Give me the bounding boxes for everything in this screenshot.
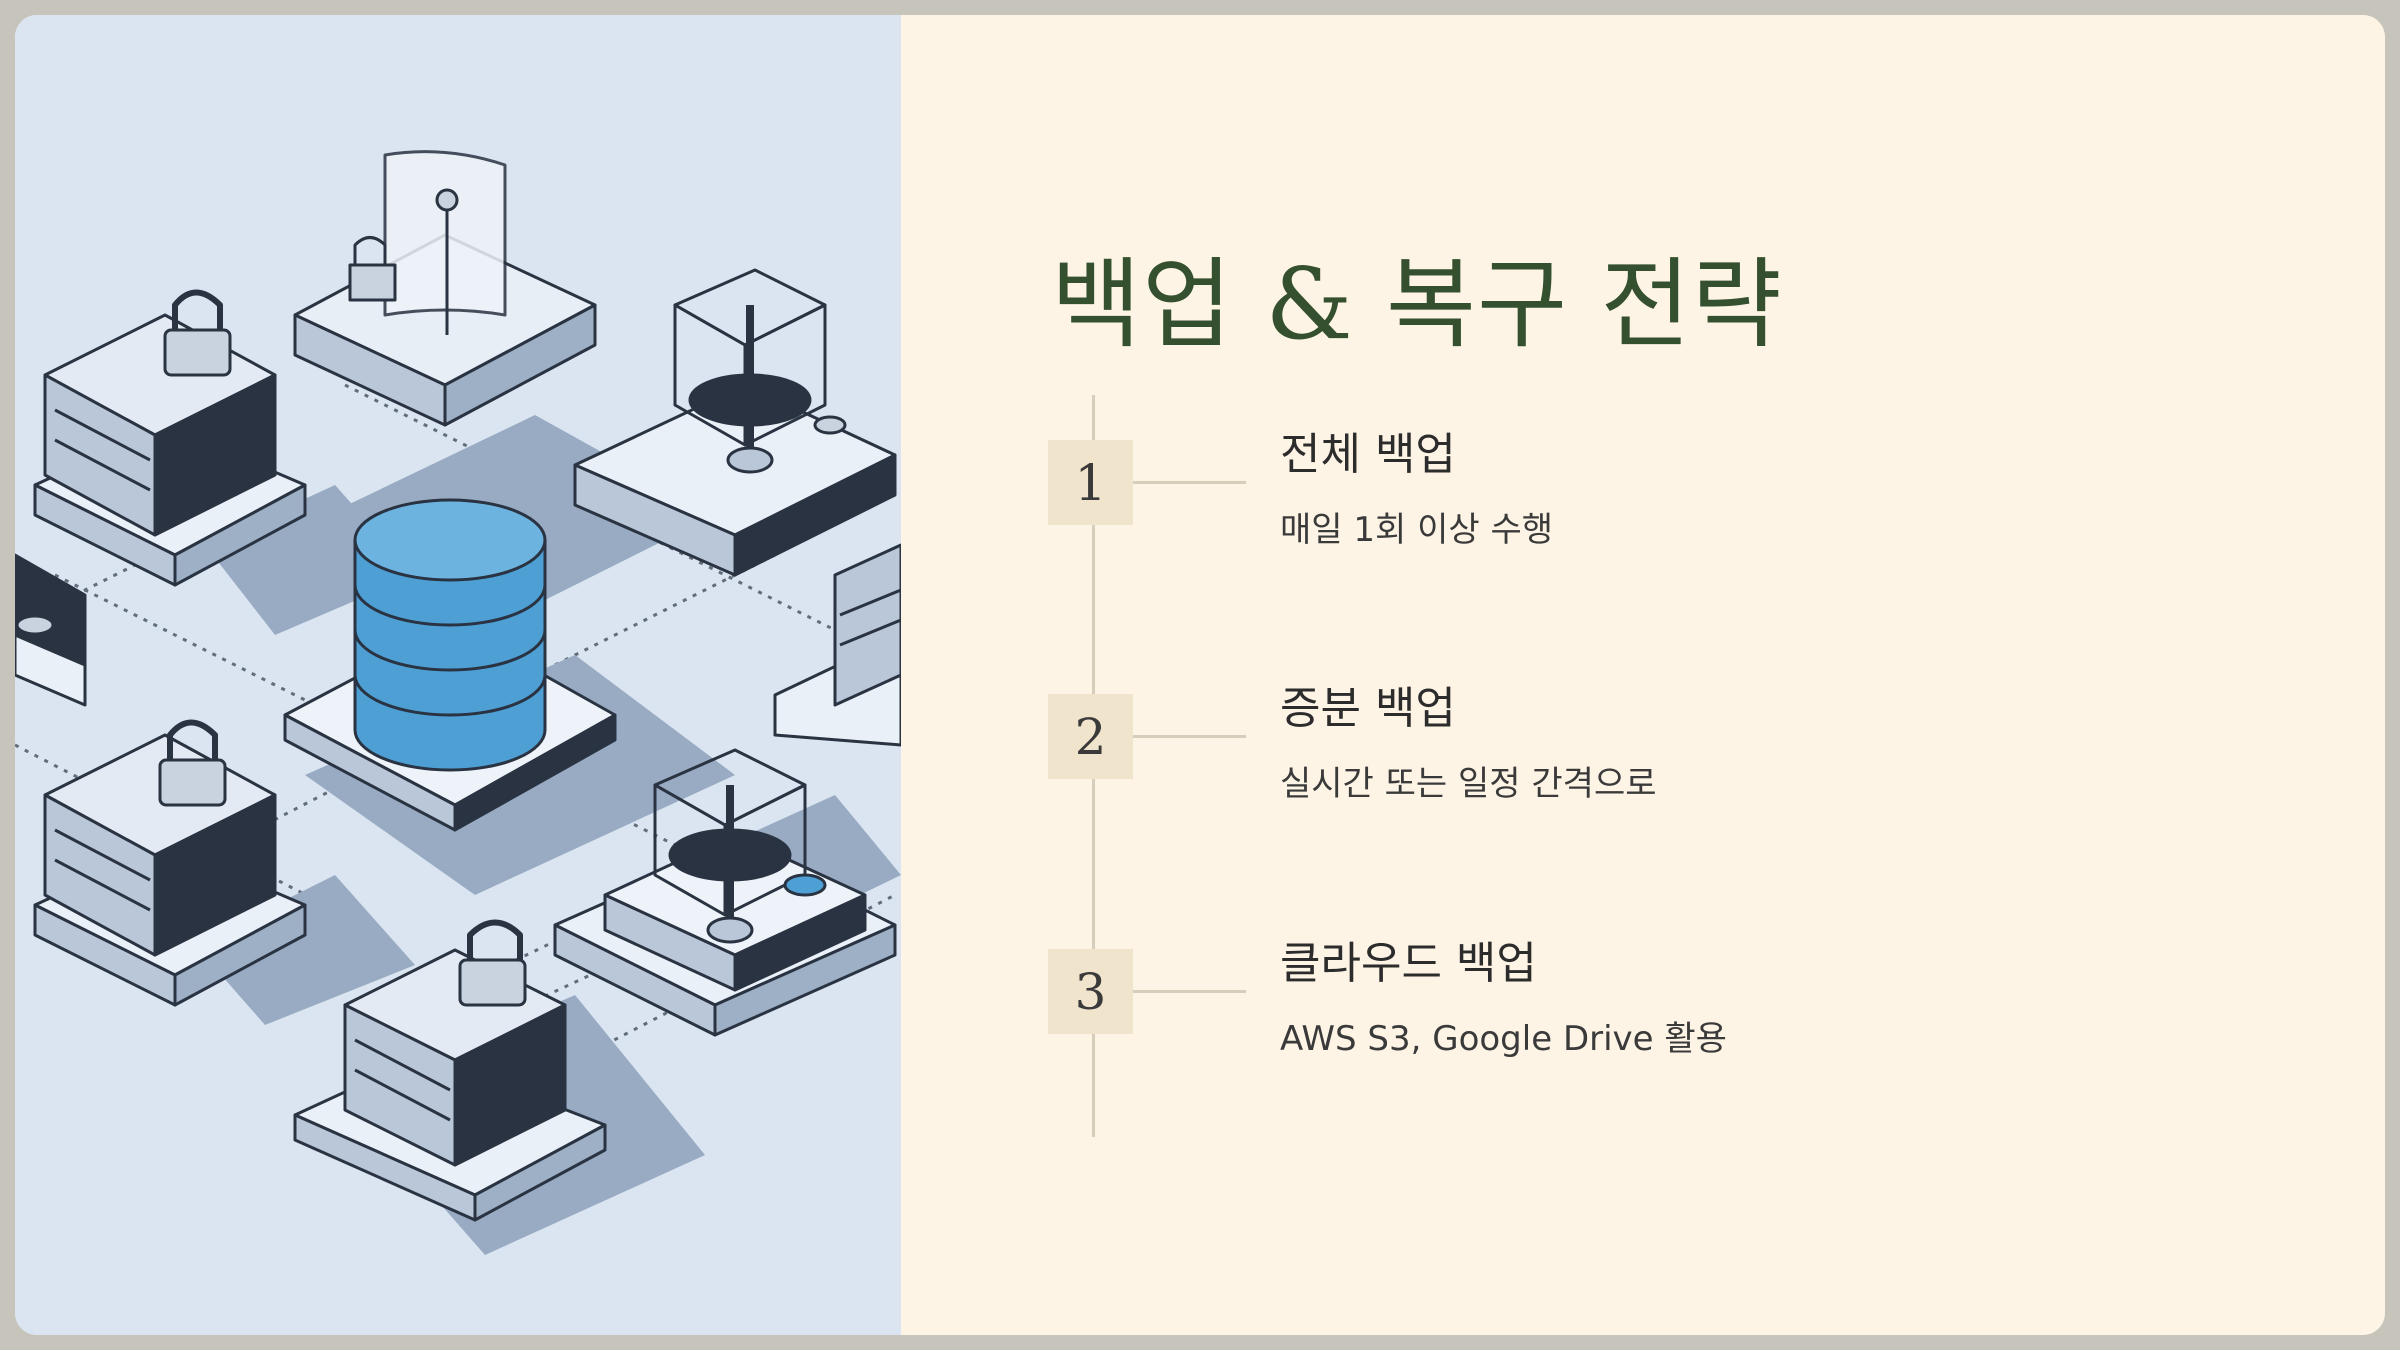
step-number-badge: 1 [1048,440,1133,525]
step-title: 전체 백업 [1280,429,1456,480]
timeline-step-1: 1 전체 백업 매일 1회 이상 수행 [1048,429,1948,640]
step-description: AWS S3, Google Drive 활용 [1280,1019,1727,1059]
slide: 백업 & 복구 전략 1 전체 백업 매일 1회 이상 수행 2 증분 백업 실… [15,15,2385,1335]
step-number-badge: 2 [1048,694,1133,779]
step-title: 클라우드 백업 [1280,938,1537,989]
step-connector [1133,481,1246,484]
step-title: 증분 백업 [1280,683,1456,734]
step-number-badge: 3 [1048,949,1133,1034]
server-network-illustration [15,15,901,1335]
timeline-step-2: 2 증분 백업 실시간 또는 일정 간격으로 [1048,683,1948,894]
step-connector [1133,735,1246,738]
step-description: 매일 1회 이상 수행 [1280,510,1554,550]
step-connector [1133,990,1246,993]
step-description: 실시간 또는 일정 간격으로 [1280,764,1657,804]
page-title: 백업 & 복구 전략 [1051,248,1783,362]
content-panel: 백업 & 복구 전략 1 전체 백업 매일 1회 이상 수행 2 증분 백업 실… [901,15,2385,1335]
timeline-step-3: 3 클라우드 백업 AWS S3, Google Drive 활용 [1048,938,1948,1149]
isometric-server-network-icon [15,150,901,1255]
